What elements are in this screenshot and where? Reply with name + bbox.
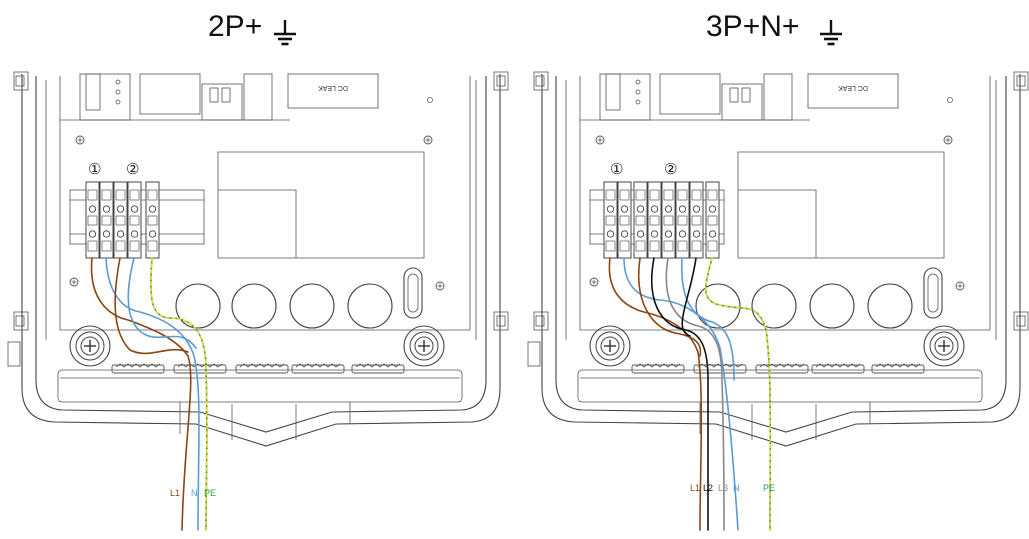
left-title: 2P+: [208, 10, 262, 43]
right-wire-pe-yellow: [704, 257, 772, 531]
right-label-l2: L2: [703, 483, 713, 493]
right-wire-l3: [665, 257, 725, 531]
left-wire-l1-internal: [90, 257, 192, 531]
left-module-label: DC LEAK: [318, 84, 348, 91]
right-wire-l1-top: [638, 257, 702, 357]
left-terminal-block: [85, 181, 160, 259]
left-wire-l1-top: [114, 257, 189, 355]
right-wire-l1-internal: [608, 257, 703, 531]
right-wire-labels: L1 L2 L3 N PE: [690, 483, 775, 493]
left-label-l1: L1: [170, 488, 180, 498]
left-enclosure: [8, 72, 508, 446]
right-enclosure: [528, 72, 1028, 446]
right-diagram: 3P+N+ DC LEAK ① ②: [528, 10, 1028, 531]
right-terminal-1-label: ①: [610, 161, 623, 178]
right-wire-l1-loop: [681, 257, 697, 337]
right-wire-blue-internal: [623, 257, 739, 531]
left-terminal-1-label: ①: [88, 161, 101, 178]
left-wire-n-internal: [105, 257, 200, 531]
right-wire-l2: [650, 257, 709, 531]
right-title: 3P+N+: [706, 10, 799, 43]
left-wire-labels: L1 N PE: [170, 488, 216, 498]
left-wire-n-top: [127, 257, 197, 349]
left-wires: [90, 257, 208, 531]
right-module-label: DC LEAK: [838, 84, 868, 91]
left-wire-pe-yellow: [150, 257, 208, 531]
left-label-n: N: [191, 488, 198, 498]
right-wire-n-top: [680, 257, 735, 381]
left-earth-icon: [272, 18, 298, 46]
right-wires: [608, 257, 772, 531]
left-label-pe: PE: [204, 488, 216, 498]
left-terminal-2-label: ②: [126, 161, 139, 178]
right-terminal-block: [603, 181, 720, 259]
right-label-n: N: [733, 483, 740, 493]
right-label-pe: PE: [763, 483, 775, 493]
left-diagram: 2P+ DC LEAK ① ② L1 N: [8, 10, 508, 531]
right-earth-icon: [818, 18, 844, 46]
right-label-l1: L1: [690, 483, 700, 493]
right-terminal-2-label: ②: [664, 161, 677, 178]
right-label-l3: L3: [718, 483, 728, 493]
